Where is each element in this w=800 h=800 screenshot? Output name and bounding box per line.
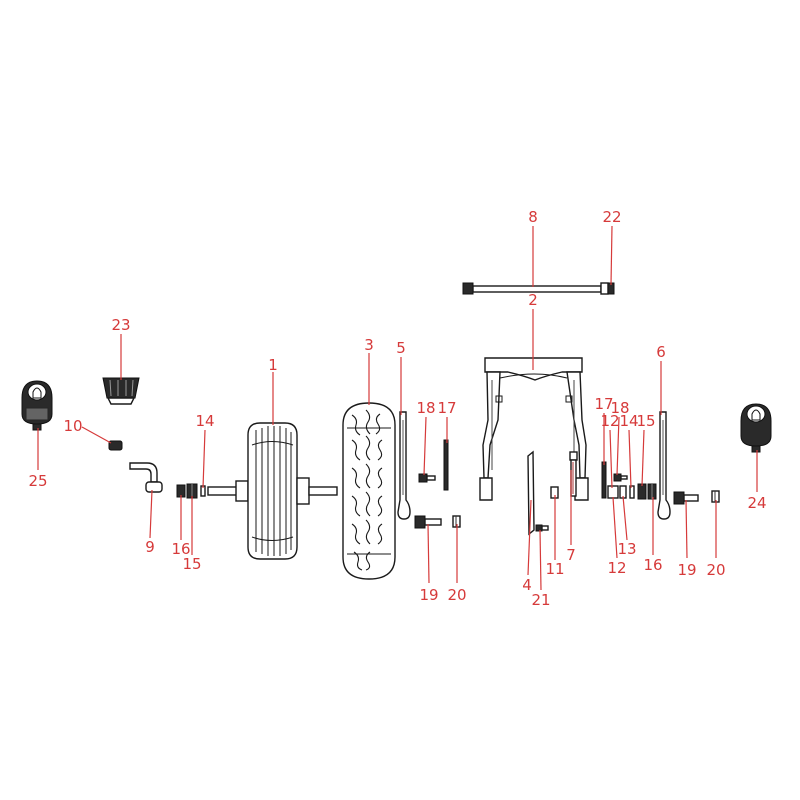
- callout-14b: 14: [619, 412, 638, 430]
- part-16-nut-right: [647, 483, 657, 500]
- part-10-valve-cap: [108, 440, 123, 451]
- callout-2: 2: [528, 291, 538, 309]
- part-1-hub-motor: [207, 422, 338, 560]
- callout-4: 4: [522, 576, 532, 594]
- leader-12b: [612, 496, 618, 559]
- callout-labels: 1 2 3 4 5 6 7 8 9 10 11 12 12 13 14 14 1…: [28, 208, 766, 609]
- callout-12b: 12: [607, 559, 626, 577]
- callout-12a: 12: [600, 412, 619, 430]
- leader-12a: [609, 429, 613, 489]
- part-23-cup: [102, 377, 140, 405]
- part-3-tire: [342, 402, 396, 580]
- callout-1: 1: [268, 356, 278, 374]
- part-21-screw: [535, 524, 549, 532]
- callout-11: 11: [545, 560, 564, 578]
- leader-18a: [423, 416, 427, 476]
- callout-25: 25: [28, 472, 47, 490]
- part-17-pin-left: [443, 439, 449, 491]
- leader-4: [527, 499, 532, 576]
- part-5-fork-plate-left: [397, 411, 411, 520]
- part-12-spacer-upper: [607, 485, 619, 499]
- leader-10: [81, 426, 112, 444]
- callout-16b: 16: [643, 556, 662, 574]
- callout-8: 8: [528, 208, 538, 226]
- callout-6: 6: [656, 343, 666, 361]
- leader-19a: [427, 523, 430, 584]
- callout-10: 10: [63, 417, 82, 435]
- callout-3: 3: [364, 336, 374, 354]
- leader-22: [610, 225, 613, 286]
- callout-19b: 19: [677, 561, 696, 579]
- callout-19a: 19: [419, 586, 438, 604]
- leader-18b: [616, 416, 620, 476]
- part-7-pin: [569, 451, 578, 497]
- callout-24: 24: [747, 494, 766, 512]
- part-19-bolt-left: [414, 515, 442, 529]
- part-25-end-cap: [21, 380, 53, 431]
- callout-23: 23: [111, 316, 130, 334]
- part-19-bolt-right: [673, 491, 699, 505]
- callout-7: 7: [566, 546, 576, 564]
- part-24-end-cap: [740, 403, 772, 453]
- part-6-fork-plate-right: [657, 411, 671, 520]
- callout-21: 21: [531, 591, 550, 609]
- leader-19b: [685, 499, 688, 559]
- leader-14a: [202, 429, 206, 489]
- part-18-bolt-left: [418, 473, 436, 483]
- part-17-pin-right: [601, 461, 607, 499]
- callout-18a: 18: [416, 399, 435, 417]
- callout-5: 5: [396, 339, 406, 357]
- part-15-nut-left: [186, 483, 198, 499]
- callout-9: 9: [145, 538, 155, 556]
- leader-14b: [628, 429, 632, 489]
- callout-13: 13: [617, 540, 636, 558]
- part-14-washer-right: [629, 485, 635, 499]
- part-4-fender-plate: [527, 450, 535, 536]
- callout-14a: 14: [195, 412, 214, 430]
- callout-20a: 20: [447, 586, 466, 604]
- leader-21: [539, 529, 542, 591]
- leader-9: [149, 489, 153, 539]
- callout-22: 22: [602, 208, 621, 226]
- callout-17b: 17: [594, 395, 613, 413]
- callout-18b: 18: [610, 399, 629, 417]
- part-2-fork-frame: [479, 357, 589, 501]
- callout-15a: 15: [182, 555, 201, 573]
- part-8-axle: [462, 282, 609, 295]
- callout-20b: 20: [706, 561, 725, 579]
- leader-15b: [641, 429, 645, 487]
- part-15-nut-right: [637, 483, 647, 500]
- callout-15b: 15: [636, 412, 655, 430]
- callout-16a: 16: [171, 540, 190, 558]
- leader-13: [622, 495, 628, 541]
- callout-17a: 17: [437, 399, 456, 417]
- part-18-bolt-right: [613, 473, 628, 482]
- part-9-valve-stem: [129, 462, 163, 493]
- leader-lines: [37, 225, 758, 591]
